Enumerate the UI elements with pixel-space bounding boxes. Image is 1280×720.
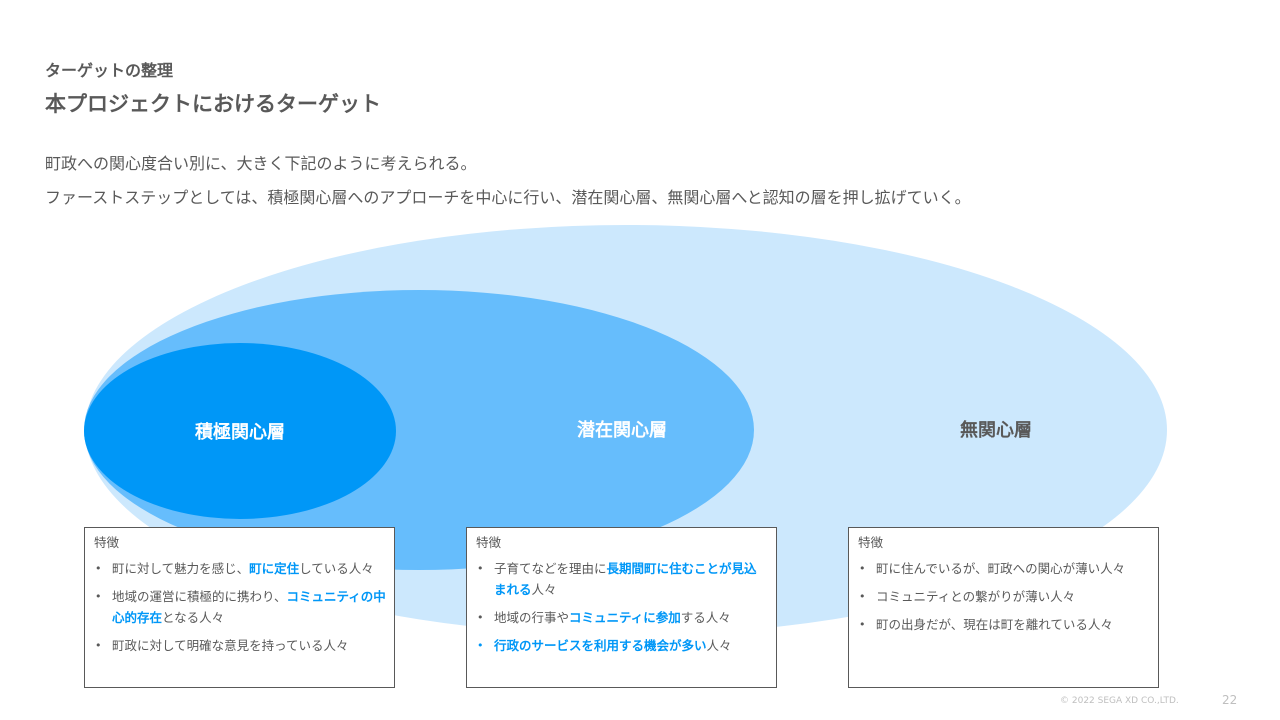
potential-layer-label: 潜在関心層 [577, 420, 667, 441]
feature-text: 地域の運営に積極的に携わり、 [112, 589, 287, 604]
feature-item: コミュニティとの繋がりが薄い人々 [859, 586, 1150, 607]
feature-heading: 特徴 [476, 535, 502, 550]
feature-box-potential: 特徴子育てなどを理由に長期間町に住むことが見込まれる人々地域の行事やコミュニティ… [466, 527, 777, 688]
feature-item: 町に住んでいるが、町政への関心が薄い人々 [859, 558, 1150, 579]
feature-text: している人々 [299, 561, 374, 576]
feature-item: 町政に対して明確な意見を持っている人々 [95, 635, 386, 656]
copyright: © 2022 SEGA XD CO.,LTD. [1060, 696, 1179, 706]
active-layer-label: 積極関心層 [195, 422, 285, 443]
highlight-text: コミュニティの中心的存在 [112, 589, 386, 625]
feature-heading: 特徴 [94, 535, 120, 550]
page-number: 22 [1222, 693, 1238, 707]
indifferent-layer-label: 無関心層 [960, 420, 1032, 441]
feature-text: 地域の行事や [494, 610, 570, 625]
feature-text: 人々 [531, 582, 557, 597]
highlight-text: 町に定住 [249, 561, 300, 576]
feature-list: 子育てなどを理由に長期間町に住むことが見込まれる人々地域の行事やコミュニティに参… [477, 558, 768, 663]
active-layer-ellipse [84, 343, 396, 519]
feature-text: 子育てなどを理由に [494, 561, 607, 576]
feature-text: 町政に対して明確な意見を持っている人々 [112, 638, 349, 653]
lead-text-1: 町政への関心度合い別に、大きく下記のように考えられる。 [45, 154, 477, 173]
feature-text: 町に対して魅力を感じ、 [112, 561, 250, 576]
highlight-text: 長期間町に住むことが見込まれる [494, 561, 757, 597]
highlight-text: 行政のサービスを利用する機会が多い [494, 638, 707, 653]
feature-item: 町の出身だが、現在は町を離れている人々 [859, 614, 1150, 635]
feature-list: 町に住んでいるが、町政への関心が薄い人々コミュニティとの繋がりが薄い人々町の出身… [859, 558, 1150, 642]
feature-list: 町に対して魅力を感じ、町に定住している人々地域の運営に積極的に携わり、コミュニテ… [95, 558, 386, 663]
feature-text: 人々 [706, 638, 732, 653]
lead-text-2: ファーストステップとしては、積極関心層へのアプローチを中心に行い、潜在関心層、無… [45, 188, 971, 207]
feature-box-indifferent: 特徴町に住んでいるが、町政への関心が薄い人々コミュニティとの繋がりが薄い人々町の… [848, 527, 1159, 688]
section-subtitle: ターゲットの整理 [45, 61, 174, 80]
feature-text: 町に住んでいるが、町政への関心が薄い人々 [876, 561, 1126, 576]
feature-item: 行政のサービスを利用する機会が多い人々 [477, 635, 768, 656]
feature-item: 地域の行事やコミュニティに参加する人々 [477, 607, 768, 628]
feature-item: 町に対して魅力を感じ、町に定住している人々 [95, 558, 386, 579]
feature-text: となる人々 [162, 610, 225, 625]
feature-heading: 特徴 [858, 535, 884, 550]
feature-box-active: 特徴町に対して魅力を感じ、町に定住している人々地域の運営に積極的に携わり、コミュ… [84, 527, 395, 688]
feature-text: コミュニティとの繋がりが薄い人々 [876, 589, 1076, 604]
feature-text: 町の出身だが、現在は町を離れている人々 [876, 617, 1113, 632]
feature-item: 地域の運営に積極的に携わり、コミュニティの中心的存在となる人々 [95, 586, 386, 628]
feature-item: 子育てなどを理由に長期間町に住むことが見込まれる人々 [477, 558, 768, 600]
feature-text: する人々 [680, 610, 731, 625]
highlight-text: コミュニティに参加 [569, 610, 681, 625]
page-title: 本プロジェクトにおけるターゲット [45, 92, 381, 116]
